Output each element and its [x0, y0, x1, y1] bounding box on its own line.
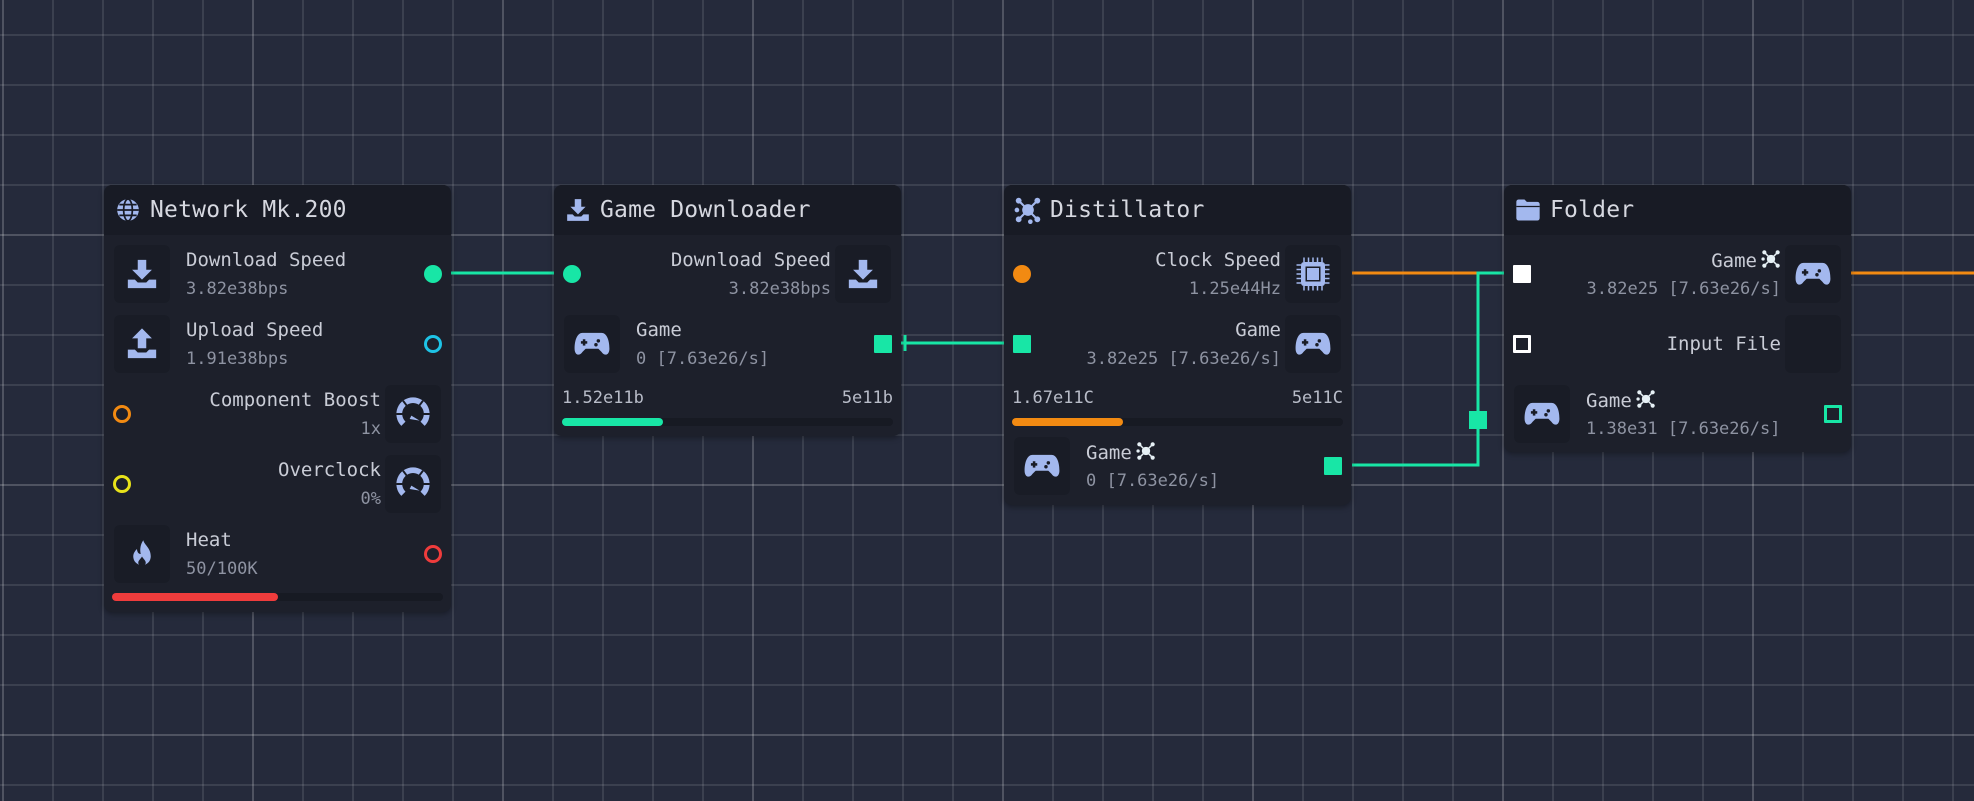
download-icon — [835, 245, 891, 303]
row-value: 0 [7.63e26/s] — [636, 349, 770, 369]
download-icon — [114, 245, 170, 303]
wire-distillator-to-folder — [1352, 271, 1504, 467]
row-label: Component Boost — [209, 389, 381, 411]
row-game-input: Game 3.82e25 [7.63e26/s] — [1004, 311, 1351, 377]
row-heat: Heat 50/100K — [104, 521, 451, 587]
output-port[interactable] — [1324, 457, 1342, 475]
row-label: Heat — [186, 529, 232, 551]
molecule-icon — [1014, 196, 1042, 224]
row-label: Game — [1086, 441, 1156, 466]
empty-slot[interactable] — [1785, 315, 1841, 373]
input-port[interactable] — [1513, 335, 1531, 353]
input-port[interactable] — [1013, 265, 1031, 283]
row-label: Game — [636, 319, 682, 341]
molecule-icon — [1636, 389, 1656, 414]
node-header[interactable]: Folder — [1504, 185, 1851, 235]
wire-reroute-node[interactable] — [1469, 411, 1487, 429]
row-label: Clock Speed — [1155, 249, 1281, 271]
input-port[interactable] — [113, 405, 131, 423]
row-label: Download Speed — [670, 249, 831, 271]
row-component-boost: Component Boost 1x — [104, 381, 451, 447]
distill-progress-fill — [1012, 418, 1123, 426]
row-input-file: Input File — [1504, 311, 1851, 377]
output-port[interactable] — [424, 265, 442, 283]
node-network[interactable]: Network Mk.200 Download Speed 3.82e38bps… — [104, 185, 451, 612]
row-label-text: Game — [1086, 442, 1132, 464]
node-title: Distillator — [1050, 197, 1205, 223]
input-port[interactable] — [113, 475, 131, 493]
row-game-output: Game 0 [7.63e26/s] — [1004, 433, 1351, 499]
gamepad-icon — [1514, 385, 1570, 443]
row-value: 1.38e31 [7.63e26/s] — [1586, 419, 1781, 439]
row-upload-speed: Upload Speed 1.91e38bps — [104, 311, 451, 377]
gamepad-icon — [1785, 245, 1841, 303]
input-port[interactable] — [1013, 335, 1031, 353]
row-game: Game 0 [7.63e26/s] — [554, 311, 901, 377]
upload-icon — [114, 315, 170, 373]
row-value: 50/100K — [186, 559, 258, 579]
gamepad-icon — [1014, 437, 1070, 495]
globe-icon — [114, 196, 142, 224]
row-download-speed: Download Speed 3.82e38bps — [554, 241, 901, 307]
row-label: Game — [1711, 249, 1781, 274]
node-header[interactable]: Game Downloader — [554, 185, 901, 235]
node-header[interactable]: Network Mk.200 — [104, 185, 451, 235]
gamepad-icon — [1285, 315, 1341, 373]
cpu-icon — [1285, 245, 1341, 303]
row-game-output: Game 1.38e31 [7.63e26/s] — [1504, 381, 1851, 447]
molecule-icon — [1761, 249, 1781, 274]
node-folder[interactable]: Folder Game 3.82e25 [7.63e26/s] Input Fi… — [1504, 185, 1851, 452]
node-header[interactable]: Distillator — [1004, 185, 1351, 235]
download-progress-bar — [562, 418, 893, 426]
row-value: 0 [7.63e26/s] — [1086, 471, 1220, 491]
node-game-downloader[interactable]: Game Downloader Download Speed 3.82e38bp… — [554, 185, 901, 436]
node-title: Network Mk.200 — [150, 197, 347, 223]
row-value: 1x — [360, 419, 381, 439]
folder-icon — [1514, 196, 1542, 224]
row-label: Overclock — [278, 459, 381, 481]
download-progress-fill — [562, 418, 663, 426]
row-label: Game — [1586, 389, 1656, 414]
heat-progress-fill — [112, 593, 278, 601]
row-value: 3.82e25 [7.63e26/s] — [1586, 279, 1781, 299]
progress-max: 5e11b — [841, 388, 893, 408]
row-label: Upload Speed — [186, 319, 324, 341]
molecule-icon — [1136, 441, 1156, 466]
row-label: Input File — [1666, 333, 1781, 355]
row-label-text: Game — [1586, 390, 1632, 412]
row-value: 3.82e38bps — [186, 279, 289, 299]
row-label-text: Game — [1711, 250, 1757, 272]
output-port[interactable] — [424, 545, 442, 563]
heat-progress-bar — [112, 593, 443, 601]
row-overclock: Overclock 0% — [104, 451, 451, 517]
distill-progress-bar — [1012, 418, 1343, 426]
output-port[interactable] — [1824, 405, 1842, 423]
node-title: Folder — [1550, 197, 1635, 223]
input-port[interactable] — [1513, 265, 1531, 283]
speedometer-icon[interactable] — [385, 385, 441, 443]
row-clock-speed: Clock Speed 1.25e44Hz — [1004, 241, 1351, 307]
row-value: 0% — [360, 489, 381, 509]
row-game-input: Game 3.82e25 [7.63e26/s] — [1504, 241, 1851, 307]
progress-max: 5e11C — [1291, 388, 1343, 408]
row-download-speed: Download Speed 3.82e38bps — [104, 241, 451, 307]
input-port[interactable] — [563, 265, 581, 283]
progress-current: 1.52e11b — [562, 388, 644, 408]
node-distillator[interactable]: Distillator Clock Speed 1.25e44Hz Game 3… — [1004, 185, 1351, 505]
download-icon — [564, 196, 592, 224]
row-value: 3.82e25 [7.63e26/s] — [1086, 349, 1281, 369]
progress-current: 1.67e11C — [1012, 388, 1094, 408]
output-port[interactable] — [874, 335, 892, 353]
row-label: Download Speed — [186, 249, 347, 271]
gamepad-icon — [564, 315, 620, 373]
row-value: 3.82e38bps — [728, 279, 831, 299]
row-label: Game — [1235, 319, 1281, 341]
flame-icon — [114, 525, 170, 583]
output-port[interactable] — [424, 335, 442, 353]
row-value: 1.25e44Hz — [1188, 279, 1281, 299]
row-value: 1.91e38bps — [186, 349, 289, 369]
node-title: Game Downloader — [600, 197, 811, 223]
speedometer-icon[interactable] — [385, 455, 441, 513]
